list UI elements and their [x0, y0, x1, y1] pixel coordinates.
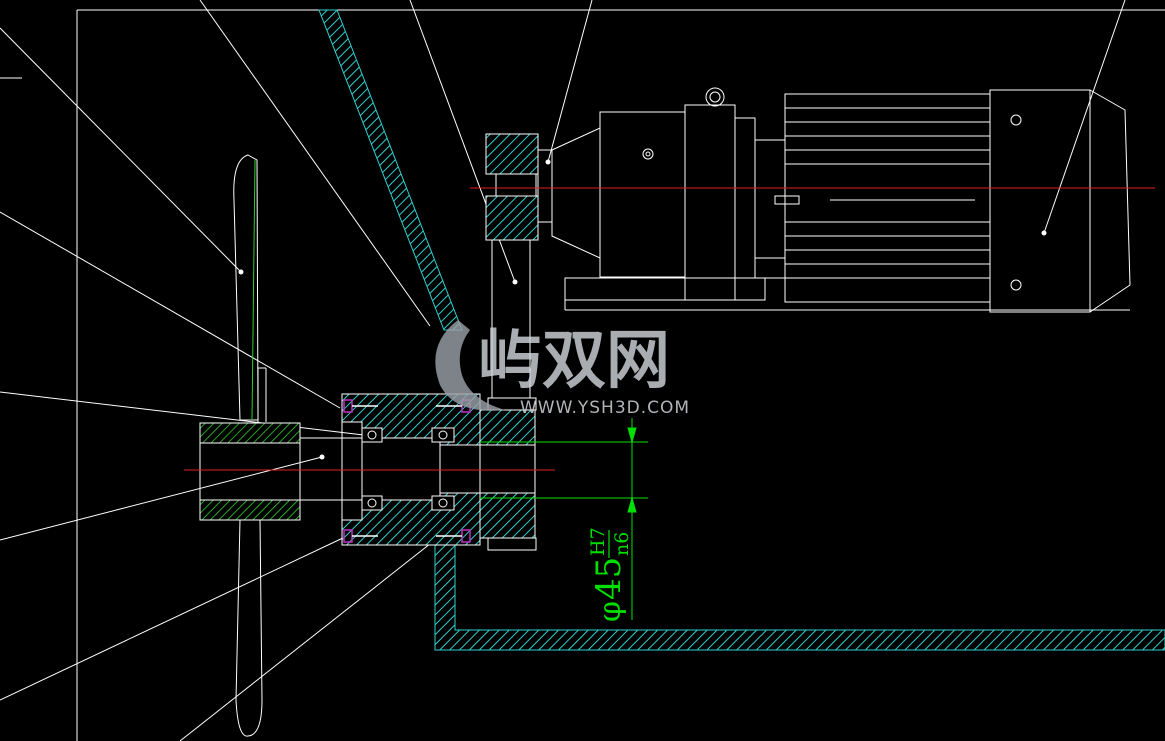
gear-reducer — [551, 87, 790, 310]
agitator-blade — [233, 154, 267, 737]
dim-lower-tolerance: n6 — [611, 532, 633, 556]
motor — [565, 89, 1131, 313]
watermark-url: WWW.YSH3D.COM — [520, 398, 690, 418]
watermark-logo-icon — [435, 320, 505, 411]
upper-pulley — [485, 133, 553, 241]
leader-lines — [0, 0, 1126, 741]
dim-upper-tolerance: H7 — [587, 527, 609, 556]
drawing-frame — [0, 9, 1165, 741]
bearings — [361, 427, 455, 511]
leader-dots — [238, 159, 1047, 460]
dim-symbol: φ — [593, 601, 628, 622]
blade-hub — [199, 422, 301, 521]
watermark: 屿双网 WWW.YSH3D.COM — [435, 320, 690, 418]
shaft — [299, 437, 481, 501]
belt — [491, 240, 531, 398]
dimension-text: φ 45 H7 n6 — [587, 527, 633, 622]
fasteners — [343, 399, 471, 543]
inclined-plate — [318, 9, 463, 331]
lower-pulley — [479, 397, 537, 551]
diameter-dimension — [480, 418, 648, 620]
dim-nominal: 45 — [589, 557, 629, 600]
base-channel — [434, 499, 1165, 651]
watermark-brand: 屿双网 — [478, 324, 670, 398]
center-lines — [184, 187, 1155, 471]
